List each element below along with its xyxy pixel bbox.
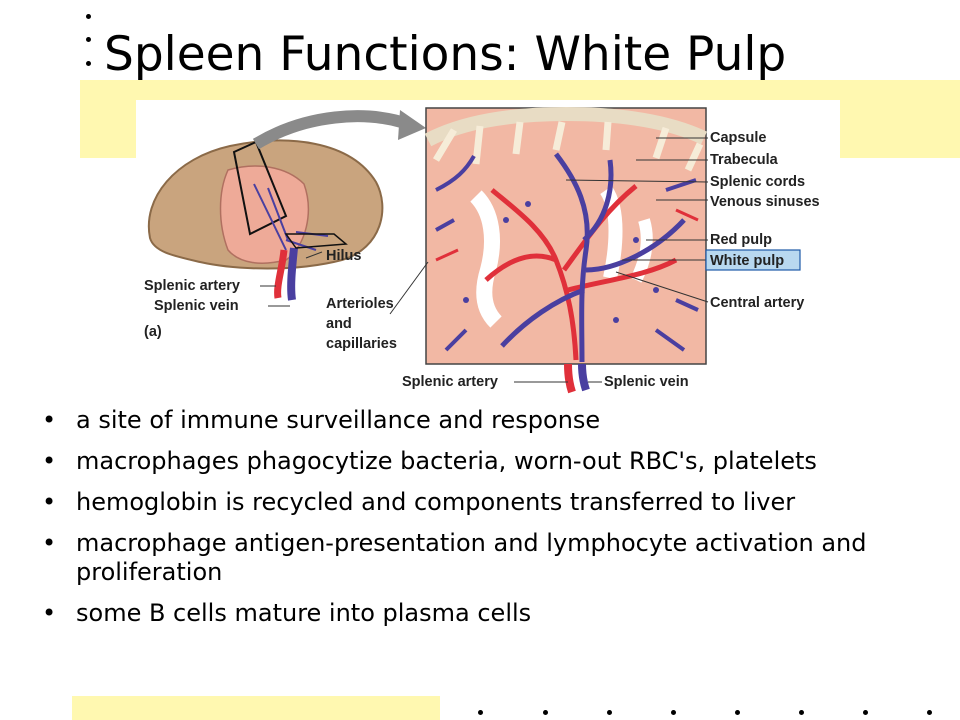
label-trabecula: Trabecula <box>710 152 779 168</box>
bullet-item: • hemoglobin is recycled and components t… <box>42 488 947 517</box>
spleen-diagram: Capsule Trabecula Splenic cords Venous s… <box>136 100 840 396</box>
label-panel-a: (a) <box>144 324 162 340</box>
label-central-artery: Central artery <box>710 295 804 311</box>
dot <box>478 710 483 715</box>
label-arterioles-and: and <box>326 316 352 332</box>
label-splenic-artery: Splenic artery <box>144 278 240 294</box>
bullet-icon: • <box>42 447 56 476</box>
bullet-text: a site of immune surveillance and respon… <box>76 406 600 434</box>
dot <box>863 710 868 715</box>
bullet-list: • a site of immune surveillance and respo… <box>42 406 947 640</box>
label-arterioles: Arterioles <box>326 296 394 312</box>
bullet-text: some B cells mature into plasma cells <box>76 599 531 627</box>
bullet-icon: • <box>42 529 56 558</box>
label-splenic-vein-bottom: Splenic vein <box>604 374 689 390</box>
bullet-text: hemoglobin is recycled and components tr… <box>76 488 795 516</box>
label-capillaries: capillaries <box>326 336 397 352</box>
bullet-item: • a site of immune surveillance and respo… <box>42 406 947 435</box>
dot <box>799 710 804 715</box>
bullet-icon: • <box>42 406 56 435</box>
dot <box>735 710 740 715</box>
dot <box>607 710 612 715</box>
bullet-item: • some B cells mature into plasma cells <box>42 599 947 628</box>
dot <box>927 710 932 715</box>
dot <box>86 61 91 66</box>
bullet-text: macrophage antigen-presentation and lymp… <box>76 529 867 586</box>
label-splenic-cords: Splenic cords <box>710 174 805 190</box>
dot <box>86 37 91 42</box>
dot <box>671 710 676 715</box>
label-venous-sinuses: Venous sinuses <box>710 194 820 210</box>
label-capsule: Capsule <box>710 130 766 146</box>
label-splenic-artery-bottom: Splenic artery <box>402 374 498 390</box>
bullet-icon: • <box>42 599 56 628</box>
dot <box>86 14 91 19</box>
spleen-cross-section <box>426 108 706 392</box>
accent-bar-bottom <box>72 696 440 720</box>
label-hilus: Hilus <box>326 248 361 264</box>
bullet-text: macrophages phagocytize bacteria, worn-o… <box>76 447 817 475</box>
bullet-item: • macrophage antigen-presentation and lym… <box>42 529 947 587</box>
page-title: Spleen Functions: White Pulp <box>104 28 786 82</box>
label-red-pulp: Red pulp <box>710 232 772 248</box>
bullet-item: • macrophages phagocytize bacteria, worn-… <box>42 447 947 476</box>
bullet-icon: • <box>42 488 56 517</box>
dot <box>543 710 548 715</box>
label-white-pulp: White pulp <box>710 253 784 269</box>
label-splenic-vein: Splenic vein <box>154 298 239 314</box>
